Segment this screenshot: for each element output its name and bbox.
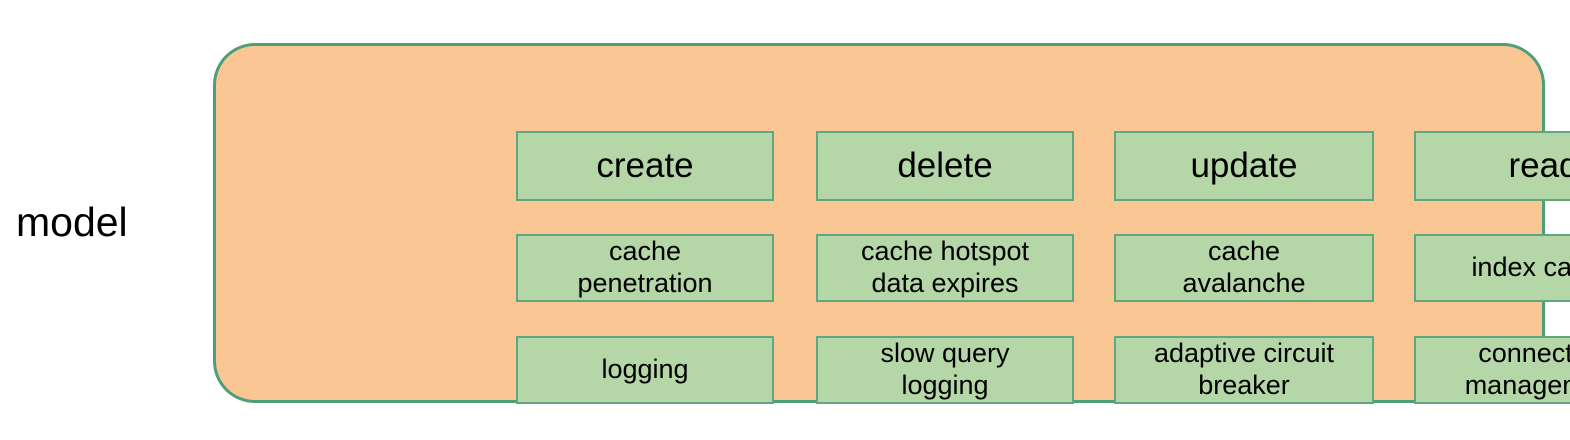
- node-connection-management[interactable]: connection management: [1414, 336, 1570, 404]
- node-adaptive-circuit-breaker[interactable]: adaptive circuit breaker: [1114, 336, 1374, 404]
- node-read[interactable]: read: [1414, 131, 1570, 201]
- node-index-cache[interactable]: index cache: [1414, 234, 1570, 302]
- node-logging[interactable]: logging: [516, 336, 774, 404]
- group-label-model: model: [16, 199, 128, 245]
- node-delete[interactable]: delete: [816, 131, 1074, 201]
- node-update[interactable]: update: [1114, 131, 1374, 201]
- node-cache-penetration[interactable]: cache penetration: [516, 234, 774, 302]
- node-cache-avalanche[interactable]: cache avalanche: [1114, 234, 1374, 302]
- node-cache-hotspot-data-expires[interactable]: cache hotspot data expires: [816, 234, 1074, 302]
- node-create[interactable]: create: [516, 131, 774, 201]
- model-group-container: create delete update read cache penetrat…: [213, 43, 1570, 404]
- node-slow-query-logging[interactable]: slow query logging: [816, 336, 1074, 404]
